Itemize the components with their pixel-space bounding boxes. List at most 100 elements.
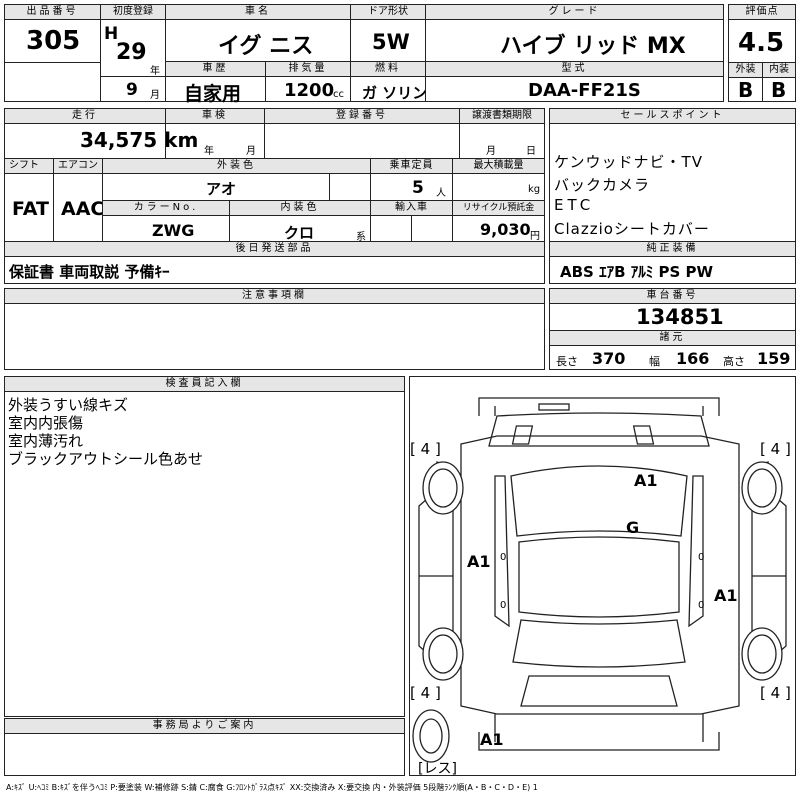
history: 自家用 <box>184 83 242 105</box>
registration-number-header: 登録番号 <box>264 108 460 124</box>
sales-point-line: Clazzioシートカバー <box>554 220 710 238</box>
car-name: イグ ニス <box>218 34 314 59</box>
height: 159 <box>757 349 791 368</box>
divider <box>4 62 101 63</box>
first-registration-header: 初度登録 <box>100 4 166 20</box>
vehicle-details-table <box>4 108 545 256</box>
grade: ハイブ リッド MX <box>500 34 686 59</box>
sales-point-header: セールスポイント <box>549 108 796 124</box>
ac-header: エアコン <box>53 158 103 174</box>
divider <box>229 200 230 242</box>
car-name-header: 車名 <box>165 4 351 20</box>
month-unit: 月 <box>150 90 160 101</box>
width-label: 幅 <box>649 355 660 368</box>
score-header: 評価点 <box>728 4 796 20</box>
length: 370 <box>592 349 626 368</box>
side-zero-mark: 0 <box>500 600 507 611</box>
mileage-header: 走行 <box>4 108 166 124</box>
door-header: ドア形状 <box>350 4 426 20</box>
inspector-note: 外装うすい線キズ <box>8 396 129 414</box>
first-registration-cell <box>100 4 166 102</box>
interior-color-unit: 系 <box>356 232 366 243</box>
tire-rear-left-label: [ 4 ] <box>410 684 441 702</box>
ac: AAC <box>61 198 105 220</box>
transfer-day-unit: 日 <box>526 146 536 157</box>
lot-number-cell <box>4 4 101 102</box>
later-parts: 保証書 車両取説 予備ｷｰ <box>9 263 170 281</box>
equipment-header: 純正装備 <box>549 241 796 257</box>
recycle-fee: 9,030 <box>480 220 531 239</box>
height-label: 高さ <box>723 355 745 368</box>
inspector-header: 検査員記入欄 <box>4 376 405 392</box>
divider <box>459 108 460 158</box>
fuel-header: 燃料 <box>350 61 426 77</box>
chassis-header: 車台番号 <box>549 288 796 304</box>
era: H <box>104 24 119 44</box>
exterior-color: アオ <box>206 180 237 198</box>
spec-header: 諸元 <box>549 330 796 346</box>
model-code: DAA-FF21S <box>528 80 641 101</box>
tire-rear-right-label: [ 4 ] <box>760 684 791 702</box>
fuel: ガ ソリン <box>362 84 428 102</box>
displacement-unit: cc <box>333 89 344 100</box>
load-unit: kg <box>528 184 541 195</box>
max-load-header: 最大積載量 <box>452 158 545 174</box>
model-header: 型式 <box>425 61 724 77</box>
spare-label: [レス] <box>418 761 457 777</box>
sales-point-cell <box>549 108 796 242</box>
inspection-year-unit: 年 <box>204 146 214 157</box>
divider <box>762 62 763 102</box>
interior-color: クロ <box>284 224 315 242</box>
chassis-number: 134851 <box>636 305 724 329</box>
inspector-note: 室内薄汚れ <box>8 432 84 450</box>
sales-point-line: ETC <box>554 196 595 214</box>
grade-header: グレード <box>425 4 724 20</box>
seats-unit: 人 <box>436 188 446 199</box>
import-header: 輸入車 <box>370 200 453 216</box>
history-header: 車歴 <box>165 61 266 77</box>
displacement-header: 排気量 <box>265 61 351 77</box>
interior-grade: B <box>771 78 787 102</box>
recycle-unit: 円 <box>530 231 540 242</box>
sales-point-line: ケンウッドナビ・TV <box>554 153 703 171</box>
year-unit: 年 <box>150 66 160 77</box>
car-body-diagram <box>412 397 787 763</box>
shift-header: シフト <box>4 158 54 174</box>
later-parts-header: 後日発送部品 <box>4 241 545 257</box>
inspector-note: ブラックアウトシール色あせ <box>8 450 204 468</box>
seats: 5 <box>412 178 424 198</box>
lot-number-header: 出品番号 <box>4 4 101 20</box>
divider <box>165 108 166 158</box>
inspection-header: 車検 <box>165 108 265 124</box>
damage-mark-spare: A1 <box>480 730 504 749</box>
inspection-month-unit: 月 <box>246 146 256 157</box>
door-type: 5W <box>372 30 410 54</box>
transfer-month-unit: 月 <box>486 146 496 157</box>
legend: A:ｷｽﾞ U:ﾍｺﾐ B:ｷｽﾞを伴うﾍｺﾐ P:要塗装 W:補修跡 S:錆 … <box>6 783 538 792</box>
color-number: ZWG <box>152 221 195 240</box>
score: 4.5 <box>738 28 785 58</box>
lot-number: 305 <box>26 26 81 56</box>
registration-year: 29 <box>116 40 147 65</box>
inspector-cell <box>4 376 405 717</box>
divider <box>329 174 330 200</box>
notes-header: 注意事項欄 <box>4 288 545 304</box>
transfer-deadline-header: 譲渡書類期限 <box>459 108 545 124</box>
tire-front-left-label: [ 4 ] <box>410 440 441 458</box>
displacement: 1200 <box>284 80 335 101</box>
damage-mark-hood: A1 <box>634 471 658 490</box>
divider <box>411 216 412 242</box>
divider <box>264 108 265 158</box>
width: 166 <box>676 349 710 368</box>
recycle-header: リサイクル預託金 <box>452 200 545 216</box>
divider <box>100 76 166 77</box>
length-label: 長さ <box>556 355 578 368</box>
exterior-grade: B <box>738 78 754 102</box>
damage-mark-windshield: G <box>626 518 640 537</box>
interior-header: 内装 <box>762 62 796 78</box>
equipment: ABS ｴｱB ｱﾙﾐ PS PW <box>560 263 714 281</box>
tire-front-right-label: [ 4 ] <box>760 440 791 458</box>
color-number-header: カラーNo. <box>102 200 230 216</box>
later-parts-cell <box>4 256 545 284</box>
shift: FAT <box>12 198 49 220</box>
